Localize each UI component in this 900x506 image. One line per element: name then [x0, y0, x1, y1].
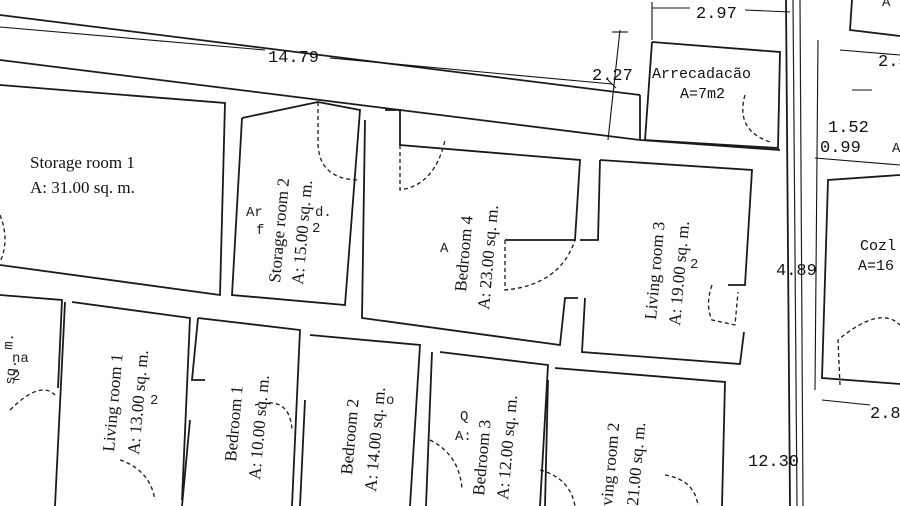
room-arrecadacao: [644, 41, 781, 149]
fragment-two-c: 2: [12, 369, 20, 385]
fragment-a-top: A: [882, 0, 891, 11]
fragment-a-small: A: [440, 241, 449, 257]
fragment-ar: Ar: [246, 205, 263, 221]
fragment-a-colon: A:: [455, 429, 472, 445]
arrecadacao-name: Arrecadacão: [652, 66, 751, 83]
fragment-two-b: 2: [150, 393, 158, 409]
dimension-side-a: 2.27: [592, 67, 633, 86]
room-living-2: [544, 367, 726, 506]
bedroom-1-name: Bedroom 1: [221, 385, 247, 462]
room-storage-2: [231, 101, 361, 306]
room-living-3: [580, 159, 753, 365]
fragment-two-a: 2: [312, 221, 320, 237]
living-room-1-name: Living room 1: [99, 353, 126, 453]
bedroom-3-name: Bedroom 3: [469, 419, 495, 496]
fragment-q: Q: [460, 409, 468, 425]
living-room-3-name: Living room 3: [641, 221, 668, 321]
bedroom-4-area: A: 23.00 sq. m.: [474, 204, 502, 310]
fragment-d: d.: [315, 205, 332, 221]
room-bedroom-2: [299, 334, 421, 506]
room-storage-1: [0, 84, 226, 297]
dimension-side-d: 4.89: [776, 262, 817, 281]
cozinha-name: Cozl: [860, 238, 896, 255]
fragment-zero: o: [386, 393, 394, 409]
bedroom-3-area: A: 12.00 sq. m.: [493, 394, 521, 500]
living-room-1-area: A: 13.00 sq. m.: [124, 349, 152, 455]
fragment-m: m.: [1, 332, 18, 350]
fragment-na: na: [12, 351, 29, 367]
cozinha-area: A=16: [858, 258, 894, 275]
bedroom-1-area: A: 10.00 sq. m.: [245, 374, 273, 480]
living-room-2-name: ving room 2: [597, 422, 623, 506]
room-living-1: [0, 294, 191, 506]
fragment-a-right: A: [892, 141, 900, 157]
right-wall: [785, 0, 804, 506]
bedroom-4-name: Bedroom 4: [451, 214, 477, 292]
dimension-side-c: 0.99: [820, 139, 861, 158]
dimension-top: [0, 26, 617, 89]
dimension-bottom-vertical: 12.30: [748, 453, 799, 472]
dimension-top-right: 2.97: [696, 5, 737, 24]
dimension-top-length: 14.79: [268, 49, 319, 68]
room-bedroom-4: [361, 109, 581, 347]
dimension-side-b: 1.52: [828, 119, 869, 138]
arrecadacao-area: A=7m2: [680, 86, 725, 103]
living-room-2-area: 21.00 sq. m.: [623, 421, 649, 506]
dimension-right-edge-top: 2.5: [878, 53, 900, 72]
fragment-two-d: 2: [690, 257, 698, 273]
bedroom-2-name: Bedroom 2: [337, 398, 363, 475]
fragment-f: f: [256, 223, 264, 239]
living-room-3-area: A: 19.00 sq. m.: [665, 220, 693, 326]
storage-room-1-area: A: 31.00 sq. m.: [30, 178, 135, 197]
room-bedroom-1: [181, 317, 301, 506]
dimension-lines-right: [607, 2, 900, 406]
bedroom-2-area: A: 14.00 sq. m.: [361, 386, 389, 492]
storage-room-1-name: Storage room 1: [30, 153, 135, 172]
room-bedroom-3: [425, 351, 576, 506]
fragment-sq: sq.: [3, 359, 21, 386]
dimension-right-edge-bottom: 2.8: [870, 405, 900, 424]
room-cozinha: [821, 0, 900, 386]
